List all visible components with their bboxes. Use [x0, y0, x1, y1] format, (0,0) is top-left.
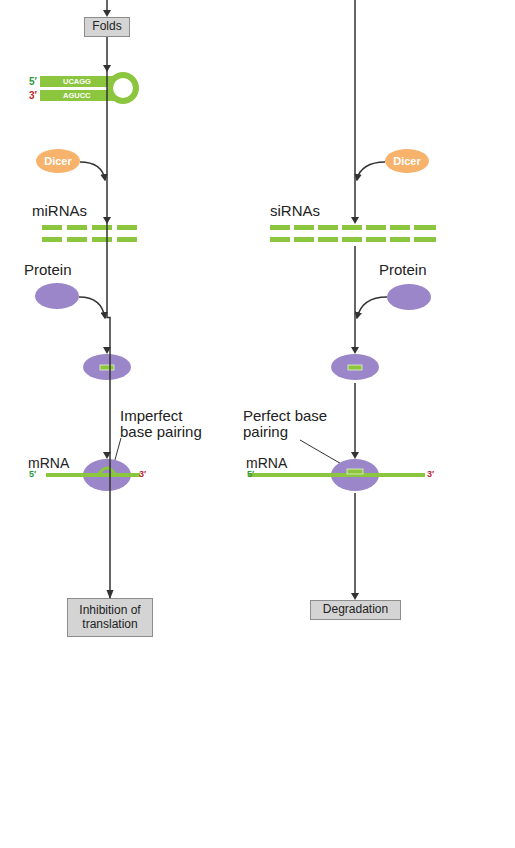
rna-dash [117, 237, 137, 242]
node-label: Inhibition of translation [68, 604, 152, 630]
flow-line [106, 0, 108, 11]
rna-name: miRNAs [32, 203, 87, 219]
rna-dash [294, 237, 314, 242]
rna-dash [100, 365, 114, 370]
mrna-strand [248, 473, 425, 477]
flow-lines [79, 0, 387, 594]
rna-dash [294, 225, 314, 230]
arrowhead [103, 347, 111, 354]
arrowhead [351, 347, 359, 354]
rna-dash [390, 225, 410, 230]
mrna-strand [46, 473, 140, 477]
enzyme-shape [36, 149, 80, 173]
protein-label: Protein [375, 262, 455, 279]
strand-end: 5′ [247, 470, 254, 479]
arrowhead [103, 217, 111, 224]
mirna-duplexes [42, 225, 137, 242]
strand-end: 3′ [139, 470, 146, 479]
rna-dash [414, 225, 436, 230]
process-box: Folds [84, 17, 130, 37]
sequence: AGUCC [63, 92, 91, 100]
annotation: Perfect base pairing [243, 408, 338, 440]
strand-end: 5′ [29, 77, 37, 88]
arrowhead [103, 65, 111, 72]
sequence: UCAGG [63, 78, 91, 86]
protein-label: Protein [20, 262, 100, 279]
outcome-box: Inhibition of translation [67, 598, 153, 637]
protein-complex [331, 354, 379, 380]
hairpin-loop [110, 75, 136, 101]
enzyme-ellipse: Dicer [385, 149, 429, 173]
rna-strand [40, 76, 116, 87]
strand-end: 3′ [427, 470, 434, 479]
enzyme-shape [385, 149, 429, 173]
rna-strand [40, 90, 116, 101]
imperfect-pairing [99, 468, 115, 474]
rna-dash [342, 225, 362, 230]
flow-line [354, 246, 356, 347]
arrowhead [351, 452, 359, 459]
rna-dash [270, 225, 290, 230]
curved-arrow [79, 297, 105, 318]
strand-end: 3′ [29, 91, 37, 102]
rna-dash [42, 237, 62, 242]
rna-dash [342, 237, 362, 242]
node-label: Dicer [44, 155, 72, 167]
rna-dash [67, 225, 87, 230]
protein-ellipse: Protein [375, 262, 455, 312]
sirna-duplexes [270, 225, 436, 242]
curved-arrow [357, 297, 387, 318]
hairpin-rna [40, 75, 136, 101]
protein-rna-complexes [83, 354, 379, 380]
rna-dash [270, 237, 290, 242]
rna-name: siRNAs [270, 203, 320, 219]
flow-arrow [107, 37, 110, 598]
arrowheads [103, 10, 359, 600]
rna-dash [318, 237, 338, 242]
enzyme-ellipse: Dicer [36, 149, 80, 173]
rna-dash [348, 365, 362, 370]
rna-name: mRNA [246, 456, 287, 471]
rna-dash [366, 237, 386, 242]
arrowhead [103, 10, 111, 17]
rna-name: mRNA [28, 456, 69, 471]
curved-arrow [357, 162, 385, 180]
curved-arrow [80, 162, 105, 180]
flow-line [354, 383, 356, 452]
rna-dash [67, 237, 87, 242]
flow-line [354, 493, 356, 594]
flow-line [354, 0, 356, 217]
rna-dash [117, 225, 137, 230]
strand-end: 5′ [29, 470, 36, 479]
rna-dash [318, 225, 338, 230]
node-label: Degradation [323, 603, 388, 616]
rna-dash [414, 237, 436, 242]
protein-ellipse: Protein [20, 262, 100, 312]
rna-dash [42, 225, 62, 230]
rna-dash [92, 237, 112, 242]
arrowhead [103, 452, 111, 459]
protein-shape [387, 284, 431, 310]
outcome-box: Degradation [310, 600, 401, 620]
node-label: Folds [92, 20, 121, 33]
arrowhead [351, 593, 359, 600]
perfect-pairing [347, 469, 363, 474]
rna-dash [366, 225, 386, 230]
mrna-binding [46, 459, 425, 491]
rna-dash [92, 225, 112, 230]
annotation: Imperfect base pairing [120, 408, 212, 440]
node-label: Dicer [393, 155, 421, 167]
arrowhead [351, 217, 359, 224]
rna-dash [390, 237, 410, 242]
protein-complex [83, 354, 131, 380]
protein-shape [35, 283, 79, 309]
